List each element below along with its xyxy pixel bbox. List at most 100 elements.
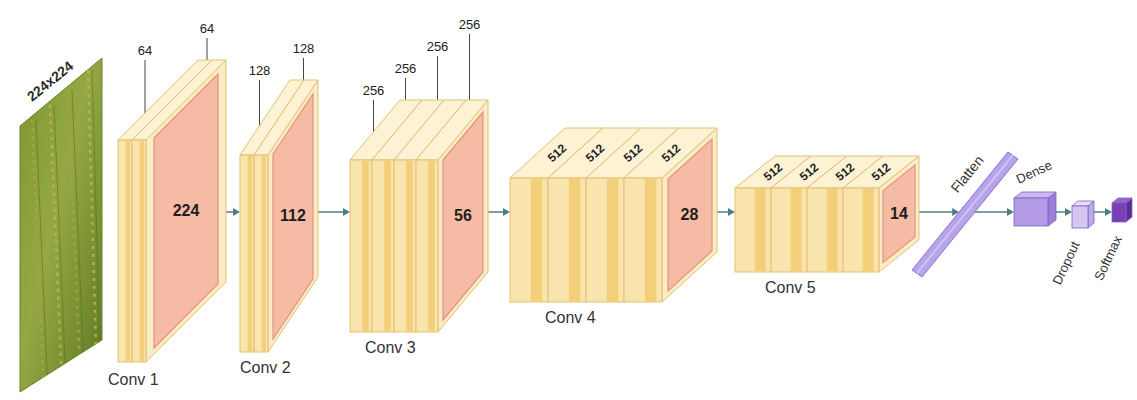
slab-front [394, 160, 416, 332]
dropout-box [1072, 201, 1094, 228]
slab-front [372, 160, 394, 332]
leaf-vein [92, 70, 100, 350]
flow-arrow [915, 208, 959, 216]
feature-size-label: 56 [454, 208, 472, 224]
arrow-head [728, 208, 735, 216]
channel-count: 256 [395, 62, 417, 75]
flow-arrow [313, 208, 350, 216]
flow-arrow [1094, 208, 1112, 216]
dense-box [1014, 192, 1056, 226]
slab-side [268, 80, 318, 352]
block-label: Conv 1 [108, 372, 159, 388]
slab-stripe [262, 156, 266, 352]
channel-count: 64 [138, 44, 152, 57]
leaf-vein [54, 105, 66, 385]
channel-count: 512 [797, 161, 820, 183]
block-label: Conv 2 [240, 360, 291, 376]
box-front [1112, 203, 1126, 222]
slab-stripe [645, 179, 656, 302]
leader-line [145, 60, 146, 120]
leaf-texture [32, 70, 100, 395]
conv-block: Conv 2112 [240, 80, 318, 352]
face-fill [154, 74, 218, 348]
channel-count: 256 [459, 18, 481, 31]
arrow-line [975, 211, 1008, 213]
box-top [1072, 201, 1094, 206]
input-image: 224x224 [18, 56, 104, 394]
face-fill [273, 94, 313, 339]
block-label: Conv 4 [545, 310, 596, 326]
arrow-head [1065, 208, 1072, 216]
channel-count: 512 [621, 142, 644, 164]
arrow-head [233, 208, 240, 216]
channel-count: 512 [833, 161, 856, 183]
slab-stripe [428, 161, 435, 332]
arrow-head [1007, 208, 1014, 216]
flatten-layer: Flatten [912, 152, 1018, 277]
slab-front [843, 188, 879, 272]
layer-label: Dropout [1050, 239, 1081, 286]
feature-size-label: 14 [890, 206, 908, 222]
slab-front [510, 178, 548, 302]
flow-arrow [1056, 208, 1072, 216]
face-fill [883, 165, 915, 263]
box-front [1072, 206, 1088, 228]
slab-front [771, 188, 807, 272]
block-label: Conv 5 [765, 280, 816, 296]
dense-layer: Dense [1014, 192, 1056, 226]
face-fill [443, 112, 483, 320]
channel-count: 128 [293, 42, 315, 55]
slab-stripe [791, 189, 802, 272]
conv-block: Conv 356 [350, 100, 488, 332]
arrow-head [1105, 208, 1112, 216]
slab-stripe [384, 161, 391, 332]
channel-count: 512 [761, 161, 784, 183]
leaf-vein [72, 90, 84, 370]
channel-count: 256 [363, 84, 385, 97]
slab-front [586, 178, 624, 302]
dropout-layer: Dropout [1072, 201, 1094, 228]
leaf-streak [88, 70, 96, 350]
arrow-head [343, 208, 350, 216]
arrow-line [915, 211, 953, 213]
layer-label: Dense [1014, 158, 1054, 186]
slab-stripe [755, 189, 766, 272]
leaf-image [18, 56, 104, 394]
slab-side [146, 60, 226, 362]
feature-size-label: 28 [681, 207, 699, 223]
slab-stripe [248, 156, 252, 352]
slab-stripe [126, 141, 130, 362]
face-fill [668, 139, 712, 291]
conv-block: Conv 428 [510, 128, 717, 302]
slab-front [624, 178, 662, 302]
slab-stripe [140, 141, 144, 362]
slab-front [350, 160, 372, 332]
channel-count: 512 [583, 142, 606, 164]
feature-map-face: 56 [443, 112, 483, 320]
slab-front [807, 188, 843, 272]
image-sheet [20, 58, 102, 392]
leaf-vein [36, 120, 48, 395]
channel-count: 512 [659, 142, 682, 164]
box-top [1014, 192, 1056, 198]
feature-map-face: 28 [668, 139, 712, 291]
slab-front [118, 140, 132, 362]
layer-label: Softmax [1092, 234, 1124, 283]
slab-front [254, 155, 268, 352]
leader-line [469, 34, 470, 109]
slab-stripe [362, 161, 369, 332]
feature-map-face: 224 [154, 74, 218, 348]
flow-arrow [975, 208, 1014, 216]
slab-stripe [406, 161, 413, 332]
arrow-head [503, 208, 510, 216]
feature-size-label: 224 [173, 203, 200, 219]
channel-count: 256 [427, 40, 449, 53]
arrow-line [1094, 211, 1106, 213]
slab-front [548, 178, 586, 302]
channel-count: 512 [869, 161, 892, 183]
slab-stripe [569, 179, 580, 302]
slab-front [416, 160, 438, 332]
block-label: Conv 3 [365, 340, 416, 356]
